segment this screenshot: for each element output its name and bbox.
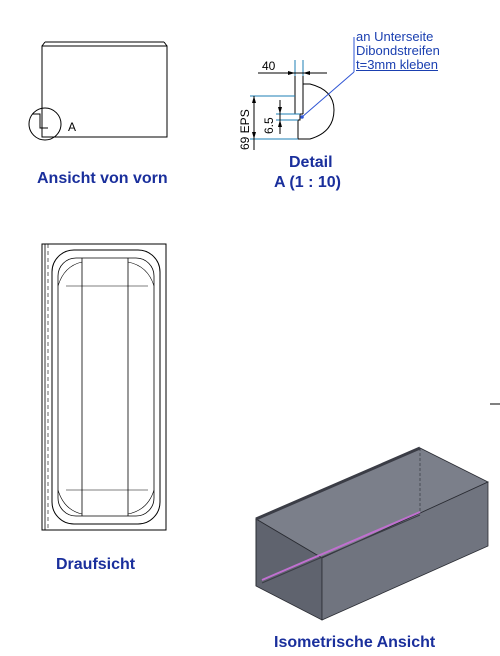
note-line-3: t=3mm kleben [356,57,439,72]
note-leader [301,71,355,118]
detail-caption-title: Detail [289,154,333,171]
top-view-caption: Draufsicht [56,556,136,573]
isometric-caption: Isometrische Ansicht [274,634,436,651]
detail-marker-a: A [68,120,76,134]
dim-65: 6.5 [262,117,276,134]
detail-circle-a [28,107,62,141]
top-view-tub-outer [51,249,161,525]
top-view-tub-inner [57,257,155,517]
front-view: A [28,41,168,141]
front-view-caption: Ansicht von vorn [37,170,168,187]
note-line-2: Dibondstreifen [356,43,440,58]
detail-profile [32,113,48,129]
top-view-outer [41,243,167,531]
isometric-view [255,446,489,621]
detail-profile-outline [294,76,335,140]
top-view [41,243,167,531]
detail-caption-scale: A (1 : 10) [274,174,341,191]
dim-69-eps: 69 EPS [238,109,252,150]
dim-40: 40 [262,59,276,73]
detail-a-view: 40 69 EPS 6.5 [238,37,355,150]
iso-top-rim [255,446,421,521]
iso-side-face [321,481,489,621]
front-view-outline [41,45,168,138]
note-line-1: an Unterseite [356,29,434,44]
iso-strip [261,511,421,581]
